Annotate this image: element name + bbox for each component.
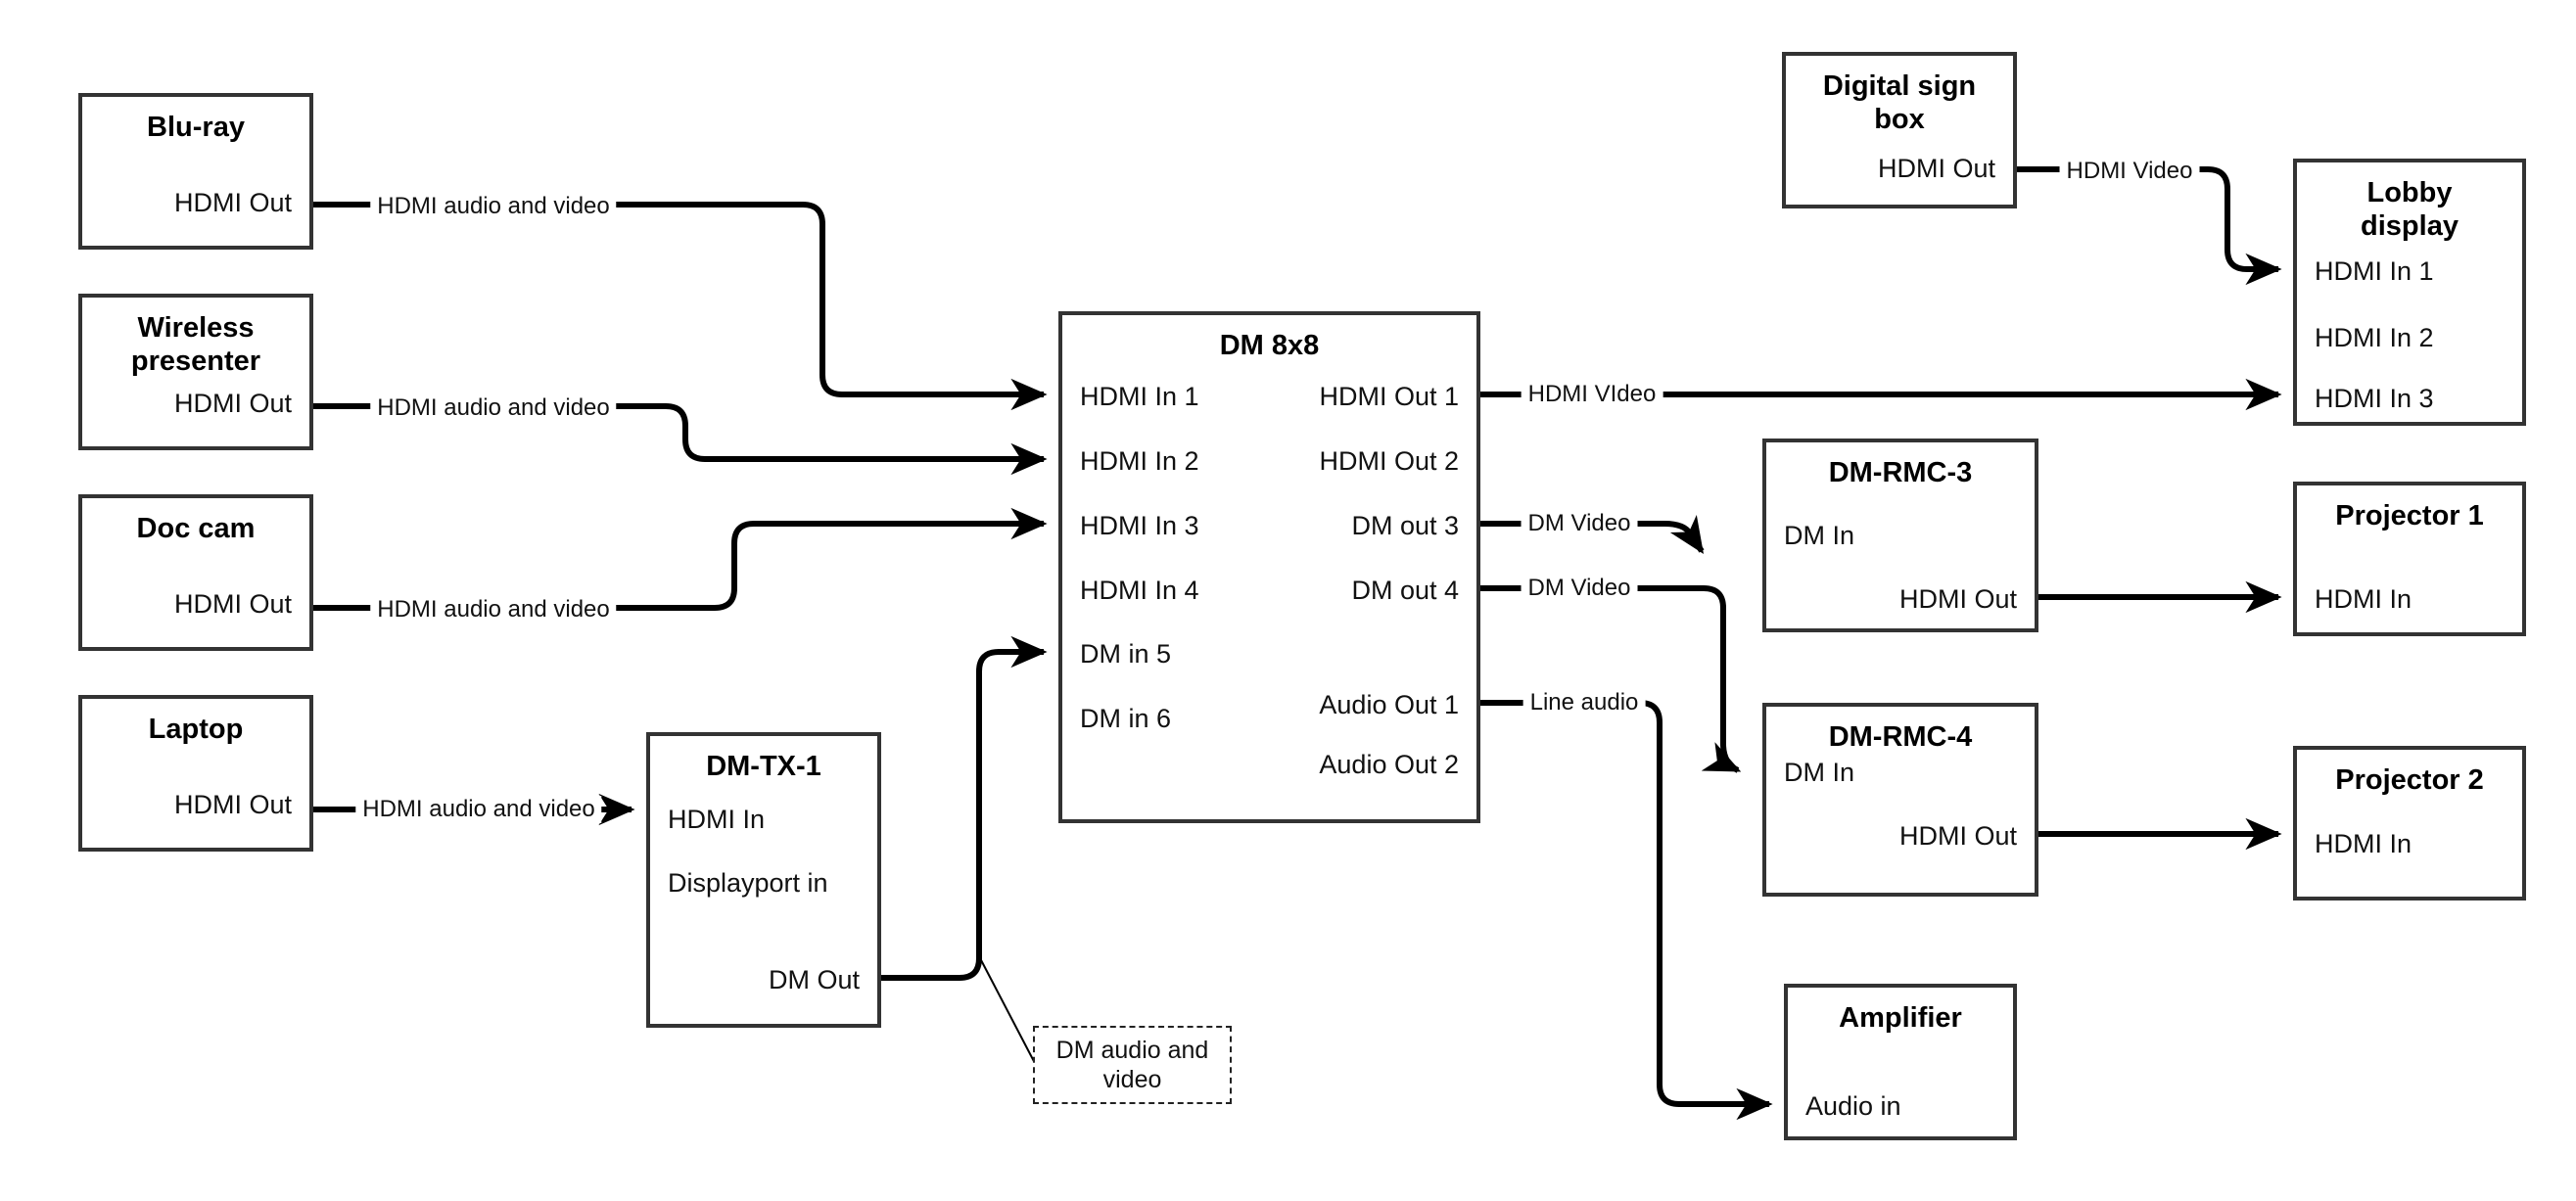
port-dm-rmc-3-hdmi-out[interactable]: HDMI Out xyxy=(1898,584,2017,614)
port-dm-tx-1-dm-out[interactable]: DM Out xyxy=(768,965,860,994)
node-title-dm-rmc-4: DM-RMC-4 xyxy=(1828,721,1973,753)
port-dm-8x8-hdmi-in-2[interactable]: HDMI In 2 xyxy=(1080,446,1199,476)
port-dm-8x8-hdmi-in-4[interactable]: HDMI In 4 xyxy=(1080,576,1199,605)
port-projector-1-hdmi-in[interactable]: HDMI In xyxy=(2315,584,2412,614)
node-dm-rmc-3[interactable]: DM-RMC-3 DM In HDMI Out xyxy=(1762,439,2038,632)
node-title-dm-8x8: DM 8x8 xyxy=(1219,330,1320,361)
wire-doccam-to-hdmi-in-3 xyxy=(313,507,1048,611)
wire-label-laptop-link: HDMI audio and video xyxy=(355,796,602,823)
wire-callout-leader xyxy=(978,955,1039,1070)
node-title-dm-rmc-3: DM-RMC-3 xyxy=(1828,457,1973,488)
wire-audio-out-1-to-amp xyxy=(1480,700,1773,1121)
node-title-projector-2: Projector 2 xyxy=(2335,764,2484,796)
port-dm-rmc-4-dm-in[interactable]: DM In xyxy=(1784,758,1855,787)
port-laptop-hdmi-out[interactable]: HDMI Out xyxy=(173,790,292,819)
wire-bluray-to-hdmi-in-1 xyxy=(313,202,1048,411)
node-title-laptop: Laptop xyxy=(148,714,244,745)
wire-wireless-to-hdmi-in-2 xyxy=(313,403,1048,476)
port-bluray-hdmi-out[interactable]: HDMI Out xyxy=(173,188,292,217)
wire-dm-out-3-to-rmc3 xyxy=(1480,515,1705,554)
port-digital-sign-box-hdmi-out[interactable]: HDMI Out xyxy=(1877,154,1995,183)
port-dm-8x8-hdmi-out-1[interactable]: HDMI Out 1 xyxy=(1319,382,1459,411)
port-dm-8x8-dm-in-5[interactable]: DM in 5 xyxy=(1080,639,1172,669)
node-title-dm-tx-1: DM-TX-1 xyxy=(706,751,821,782)
wire-label-audioout1-link: Line audio xyxy=(1522,689,1646,716)
port-dm-8x8-audio-out-2[interactable]: Audio Out 2 xyxy=(1319,750,1459,779)
node-title-bluray: Blu-ray xyxy=(147,112,245,143)
wire-dmtx-to-dm-in-5 xyxy=(881,635,1048,981)
port-lobby-display-hdmi-in-1[interactable]: HDMI In 1 xyxy=(2315,256,2434,286)
node-title-doc-cam: Doc cam xyxy=(136,513,256,544)
port-projector-2-hdmi-in[interactable]: HDMI In xyxy=(2315,829,2412,858)
port-dm-tx-1-hdmi-in[interactable]: HDMI In xyxy=(668,805,766,834)
wire-label-wireless-link: HDMI audio and video xyxy=(370,394,617,422)
port-dm-8x8-hdmi-in-3[interactable]: HDMI In 3 xyxy=(1080,511,1199,540)
port-dm-8x8-audio-out-1[interactable]: Audio Out 1 xyxy=(1319,690,1459,719)
port-lobby-display-hdmi-in-3[interactable]: HDMI In 3 xyxy=(2315,384,2434,413)
wire-dm-out-4-to-rmc4 xyxy=(1480,585,1742,773)
wire-label-signbox-link: HDMI Video xyxy=(2059,158,2200,185)
port-dm-8x8-hdmi-out-2[interactable]: HDMI Out 2 xyxy=(1319,446,1459,476)
wire-label-doccam-link: HDMI audio and video xyxy=(370,596,617,624)
port-dm-8x8-hdmi-in-1[interactable]: HDMI In 1 xyxy=(1080,382,1199,411)
wire-label-dmout3-link: DM Video xyxy=(1521,510,1638,537)
wire-label-dmout4-link: DM Video xyxy=(1521,575,1638,602)
port-dm-rmc-4-hdmi-out[interactable]: HDMI Out xyxy=(1898,821,2017,851)
port-dm-tx-1-displayport-in[interactable]: Displayport in xyxy=(668,868,828,898)
node-projector-2[interactable]: Projector 2 HDMI In xyxy=(2293,746,2526,901)
port-wireless-presenter-hdmi-out[interactable]: HDMI Out xyxy=(173,389,292,418)
port-doc-cam-hdmi-out[interactable]: HDMI Out xyxy=(173,589,292,619)
port-amplifier-audio-in[interactable]: Audio in xyxy=(1805,1091,1901,1121)
port-dm-rmc-3-dm-in[interactable]: DM In xyxy=(1784,521,1855,550)
wire-signbox-to-lobby-in-1 xyxy=(2017,166,2282,286)
port-dm-8x8-dm-out-4[interactable]: DM out 4 xyxy=(1351,576,1459,605)
callout-dm-audio-video-note: DM audio and video xyxy=(1033,1026,1232,1104)
port-dm-8x8-dm-out-3[interactable]: DM out 3 xyxy=(1351,511,1459,540)
wire-label-hdmiout1-link: HDMI VIdeo xyxy=(1521,381,1663,408)
node-dm-rmc-4[interactable]: DM-RMC-4 DM In HDMI Out xyxy=(1762,703,2038,897)
port-dm-8x8-dm-in-6[interactable]: DM in 6 xyxy=(1080,704,1172,733)
wire-label-bluray-link: HDMI audio and video xyxy=(370,193,617,220)
node-title-projector-1: Projector 1 xyxy=(2335,500,2484,531)
node-projector-1[interactable]: Projector 1 HDMI In xyxy=(2293,482,2526,636)
node-title-amplifier: Amplifier xyxy=(1839,1002,1962,1034)
port-lobby-display-hdmi-in-2[interactable]: HDMI In 2 xyxy=(2315,323,2434,352)
